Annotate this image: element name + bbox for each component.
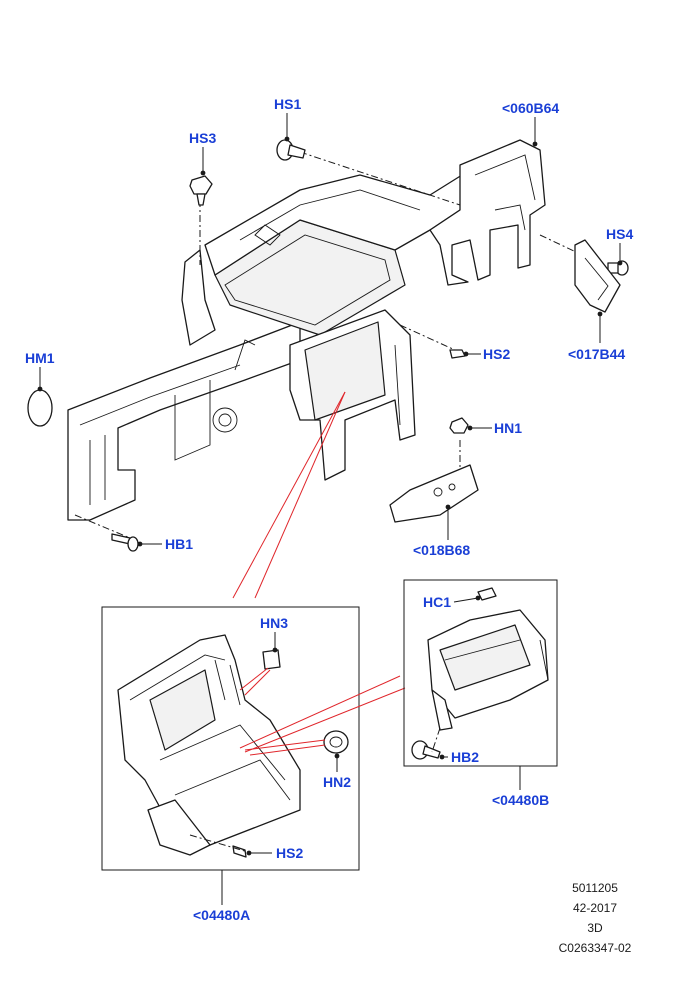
bracket-04480a: [117, 634, 301, 856]
bracket-04480b: [427, 609, 549, 731]
callout-018b68: <018B68: [413, 542, 470, 558]
bracket-017b44: [574, 239, 621, 313]
callout-hs2-inset: HS2: [276, 845, 303, 861]
part-number: 5011205: [572, 881, 618, 895]
callout-hn1: HN1: [494, 420, 522, 436]
callout-hs2-main: HS2: [483, 346, 510, 362]
hs2-bolt: [449, 349, 466, 359]
callout-hc1: HC1: [423, 594, 451, 610]
hn2-grommet: [323, 730, 349, 754]
plate-018b68: [389, 464, 479, 523]
callout-hn2: HN2: [323, 774, 351, 790]
callout-hb1: HB1: [165, 536, 193, 552]
drawing-reference: 5011205 42-2017 3D C0263347-02: [550, 878, 640, 958]
hs4-bolt: [607, 260, 629, 276]
drawing-code: C0263347-02: [558, 941, 632, 955]
cross-car-beam: [67, 139, 546, 521]
hb1-bolt: [111, 533, 139, 552]
hn1-nut: [449, 417, 469, 434]
view-type: 3D: [587, 921, 603, 935]
hn3-clip: [262, 649, 281, 670]
callout-04480b: <04480B: [492, 792, 549, 808]
date-code: 42-2017: [572, 901, 618, 915]
callout-hs1: HS1: [274, 96, 301, 112]
callout-04480a: <04480A: [193, 907, 250, 923]
hc1-clip: [477, 587, 497, 601]
callout-060b64: <060B64: [502, 100, 559, 116]
inset-a-frame: [101, 606, 360, 871]
callout-hs4: HS4: [606, 226, 633, 242]
callout-hb2: HB2: [451, 749, 479, 765]
hs3-bolt: [189, 175, 213, 206]
callout-017b44: <017B44: [568, 346, 625, 362]
hm1-ring: [27, 389, 53, 427]
callout-hm1: HM1: [25, 350, 55, 366]
callout-hn3: HN3: [260, 615, 288, 631]
hs2-inset-bolt: [232, 845, 247, 858]
hb2-bolt: [411, 740, 441, 760]
hs1-bolt: [276, 139, 306, 161]
callout-hs3: HS3: [189, 130, 216, 146]
inset-b-frame: [403, 579, 558, 767]
